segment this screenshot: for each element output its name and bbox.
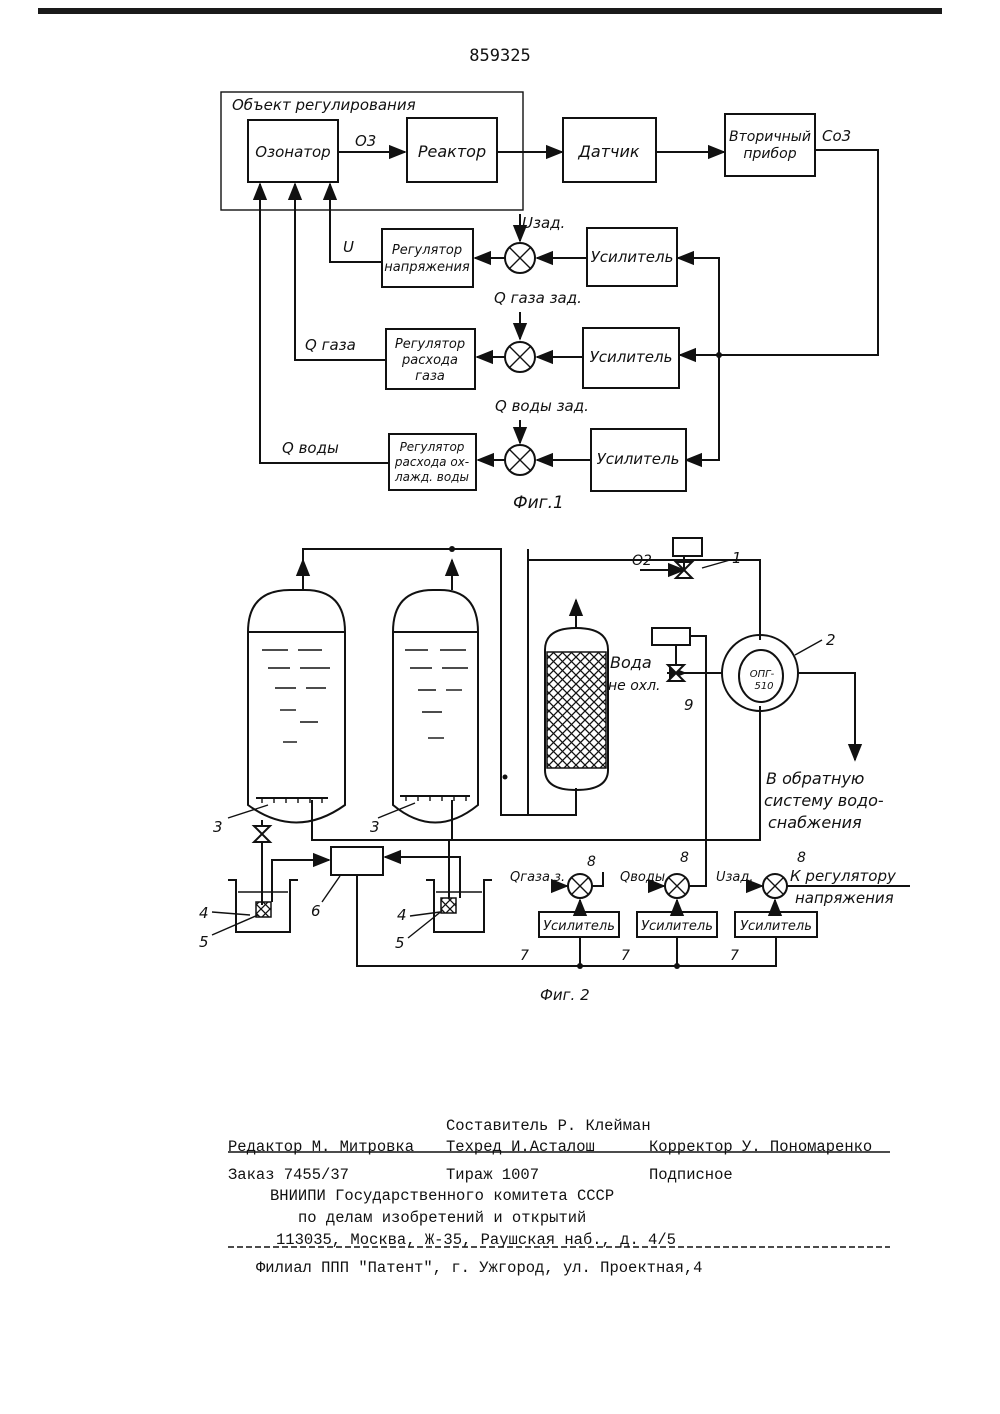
o3-label: O3: [355, 132, 376, 150]
label-5-left: 5: [199, 933, 209, 951]
feedback-to-amp1: [678, 258, 719, 355]
return-label-3: снабжения: [768, 813, 862, 832]
label-4-right: 4: [397, 906, 407, 924]
opg-label-2: 510: [754, 681, 773, 692]
tank-2: [393, 590, 478, 823]
u-line: [330, 184, 382, 262]
return-label-1: В обратную: [766, 769, 864, 788]
label-2: 2: [826, 631, 836, 649]
branch: Филиал ППП "Патент", г. Ужгород, ул. Про…: [256, 1259, 702, 1277]
label-7a: 7: [520, 948, 529, 964]
tank-1: [248, 590, 345, 823]
u-set-label-2: Uзад.: [716, 870, 754, 885]
label-3-left: 3: [213, 818, 223, 836]
feedback-line: [720, 150, 878, 355]
label-5-right: 5: [395, 934, 405, 952]
gas-reg-line1: Регулятор: [395, 337, 465, 352]
u-set-label: Uзад.: [522, 214, 565, 232]
figure-2-caption: Фиг. 2: [540, 986, 590, 1004]
feedback-to-amp3: [686, 355, 719, 460]
circulation: Тираж 1007: [446, 1166, 539, 1184]
subscription: Подписное: [649, 1166, 733, 1184]
voltage-reg-line2: напряжения: [384, 260, 470, 275]
label-8c: 8: [797, 850, 806, 866]
secondary-label-line2: прибор: [743, 146, 796, 162]
valve-1-actuator: [673, 538, 702, 556]
q-gas-set-label: Q газа зад.: [494, 289, 582, 307]
water-reg-line2: расхода ох-: [394, 455, 469, 469]
to-regulator-label-2: напряжения: [795, 889, 894, 907]
figure-1-caption: Фиг.1: [513, 493, 564, 513]
label-3-right: 3: [370, 818, 380, 836]
u-label: U: [343, 238, 354, 256]
label-1: 1: [732, 549, 742, 567]
reactor-label: Реактор: [418, 142, 486, 161]
water-reg-line1: Регулятор: [400, 440, 465, 454]
tank-2-liquid-marks: [405, 650, 468, 738]
drain-valve: [254, 826, 270, 842]
voltage-regulator-box: [382, 229, 473, 287]
opg-label: ОПГ-: [750, 669, 775, 680]
sensor-5-right: [441, 898, 456, 913]
q-water-label-2: Qводы: [620, 870, 665, 885]
label-8b: 8: [680, 850, 689, 866]
order: Заказ 7455/37: [228, 1166, 349, 1184]
figure-1-block-diagram: Объект регулирования Озонатор O3 Реактор…: [221, 92, 878, 513]
org-line-1: ВНИИПИ Государственного комитета СССР: [270, 1187, 614, 1205]
corrector: Корректор У. Пономаренко: [649, 1138, 872, 1156]
q-gas-z-label: Qгаза з.: [510, 870, 565, 885]
to-regulator-label-1: К регулятору: [790, 867, 897, 885]
label-4-left: 4: [199, 904, 209, 922]
amplifier-7a-label: Усилитель: [543, 919, 615, 934]
figure-2-schematic: O2 1 ОПГ- 510 2 Вода не охл. 9 В обратну…: [199, 538, 910, 1004]
q-water-line: [260, 184, 389, 463]
amplifier-7c-label: Усилитель: [740, 919, 812, 934]
gas-reg-line3: газа: [415, 369, 445, 384]
label-7b: 7: [621, 948, 630, 964]
water-reg-line3: лажд. воды: [394, 470, 469, 484]
amplifier-2-label: Усилитель: [590, 348, 673, 366]
q-gas-label: Q газа: [305, 336, 356, 354]
top-gas-pipe: [303, 549, 576, 815]
water-label-1: Вода: [610, 653, 652, 672]
sensor-5-left: [256, 902, 271, 917]
amplifier-7b-label: Усилитель: [641, 919, 713, 934]
block-6: [331, 847, 383, 875]
sensor-label: Датчик: [577, 142, 639, 161]
return-water-line: [798, 673, 855, 760]
compiler: Составитель Р. Клейман: [446, 1117, 651, 1135]
valve-9-actuator: [652, 628, 690, 645]
editor: Редактор М. Митровка: [228, 1138, 414, 1156]
amplifier-1-label: Усилитель: [591, 248, 674, 266]
control-object-label: Объект регулирования: [232, 96, 416, 114]
voltage-reg-line1: Регулятор: [392, 243, 462, 258]
ozonator-label: Озонатор: [255, 143, 330, 161]
q-water-set-label: Q воды зад.: [495, 397, 589, 415]
water-label-2: не охл.: [608, 678, 660, 694]
secondary-label-line1: Вторичный: [729, 129, 811, 145]
o2-label: O2: [632, 553, 652, 569]
secondary-device-box: [725, 114, 815, 176]
label-9: 9: [684, 696, 694, 714]
org-line-2: по делам изобретений и открытий: [298, 1209, 586, 1227]
label-6: 6: [311, 902, 321, 920]
gas-reg-line2: расхода: [401, 353, 458, 368]
org-line-3: 113035, Москва, Ж-35, Раушская наб., д. …: [276, 1231, 676, 1249]
amplifier-3-label: Усилитель: [597, 450, 680, 468]
techred: Техред И.Асталош: [446, 1138, 595, 1156]
return-label-2: систему водо-: [764, 791, 884, 810]
co3-label: Co3: [822, 127, 851, 145]
label-7c: 7: [730, 948, 739, 964]
tank-1-liquid-marks: [262, 650, 330, 742]
label-8a: 8: [587, 854, 596, 870]
q-water-label: Q воды: [282, 439, 339, 457]
